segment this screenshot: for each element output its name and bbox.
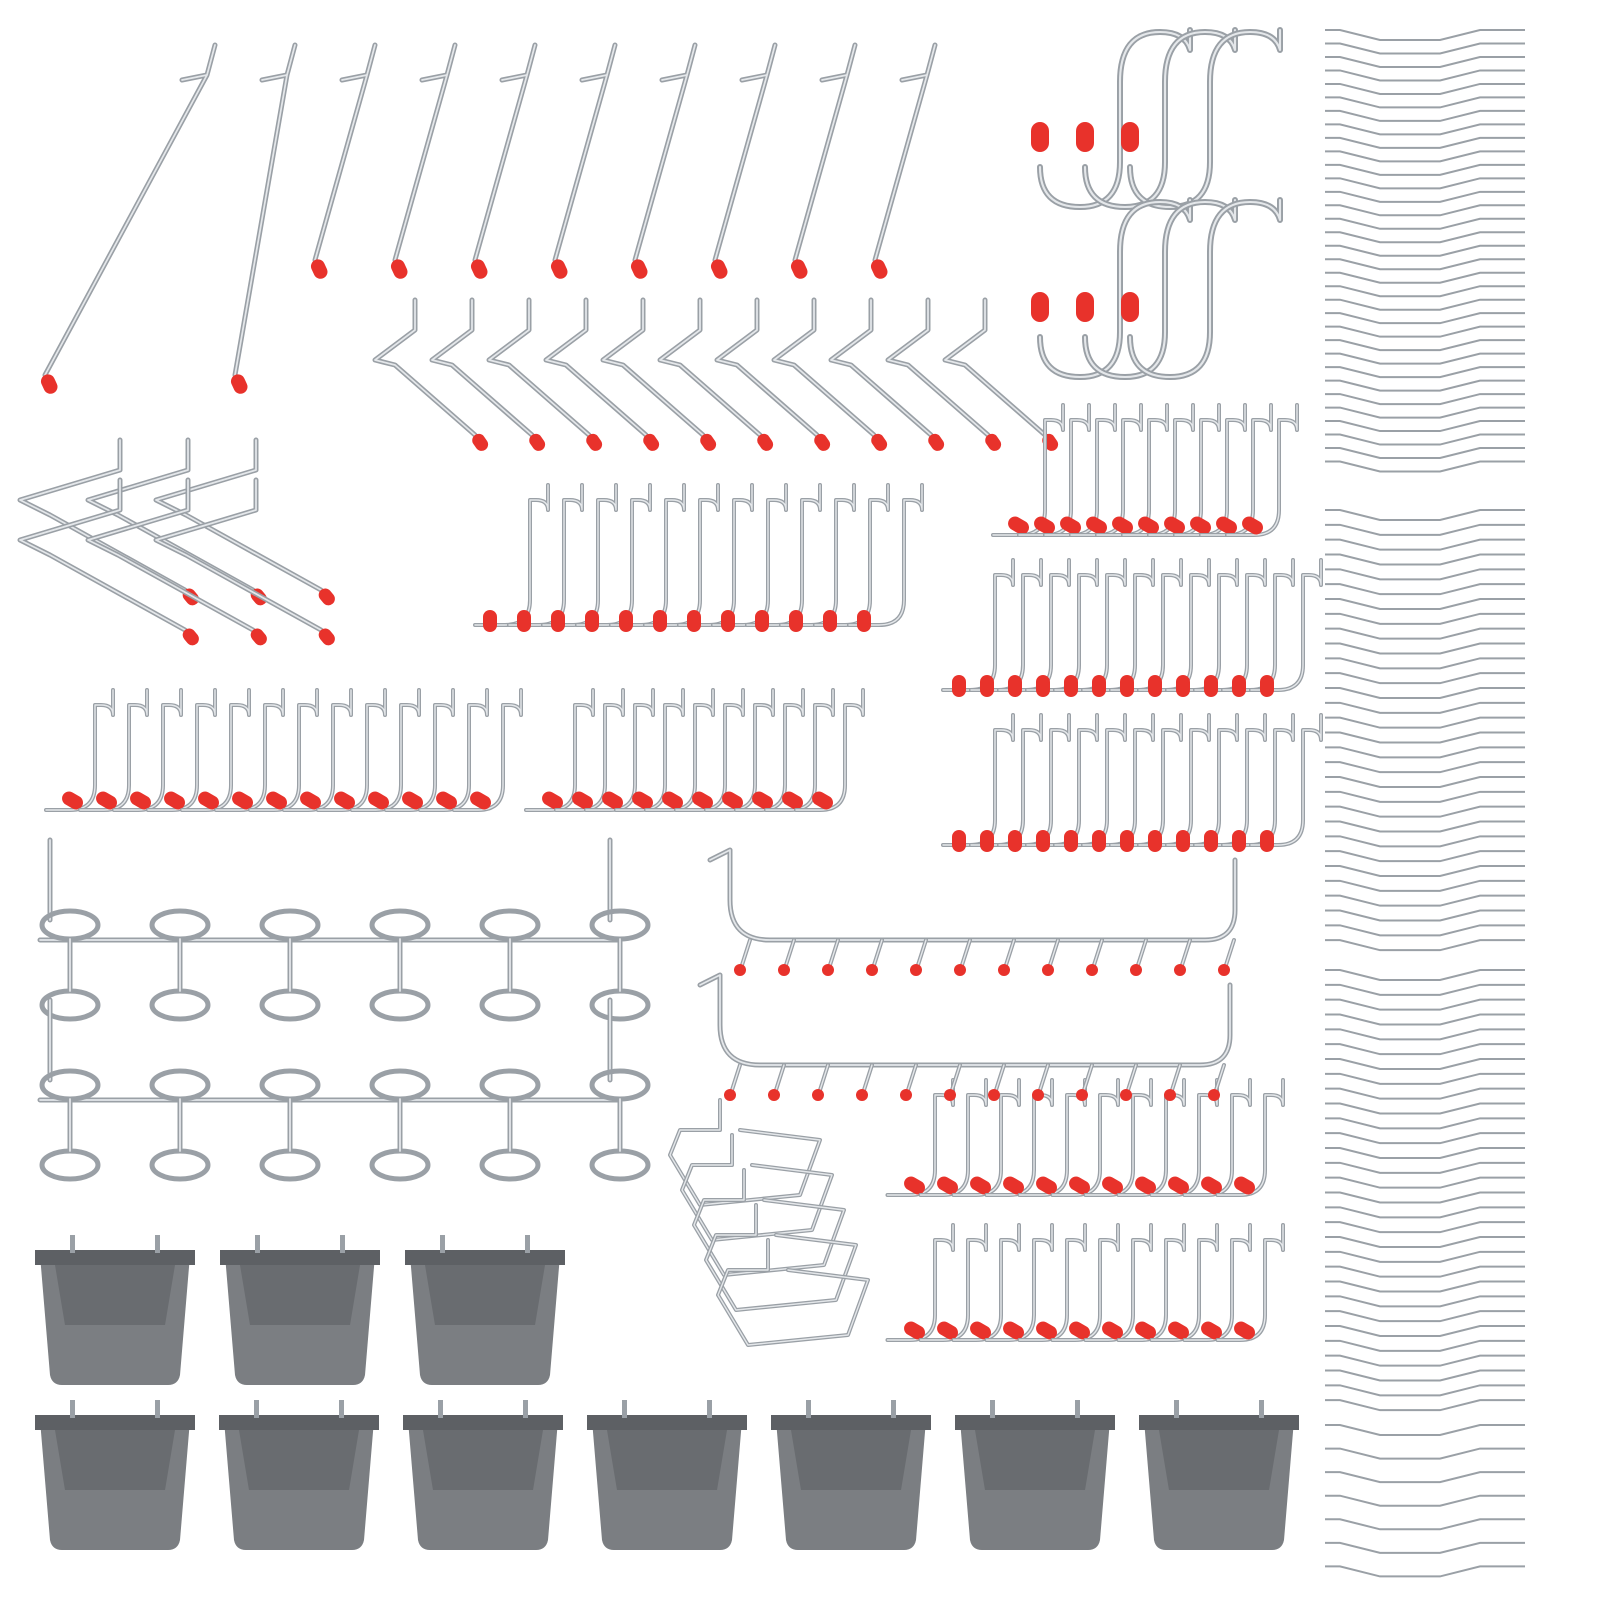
small-double-hooks — [17, 437, 335, 646]
storage-bin — [1139, 1400, 1299, 1550]
storage-bin — [771, 1400, 931, 1550]
storage-bin — [403, 1400, 563, 1550]
storage-bin — [587, 1400, 747, 1550]
storage-bin — [405, 1235, 565, 1385]
storage-bin — [955, 1400, 1115, 1550]
ring-holders — [37, 837, 651, 1182]
multi-prong-racks — [697, 847, 1238, 1101]
medium-straight-hooks — [372, 297, 1059, 451]
storage-bin — [219, 1400, 379, 1550]
storage-bin — [35, 1235, 195, 1385]
l-hooks — [44, 403, 1323, 1342]
storage-bin — [35, 1400, 195, 1550]
storage-bins — [35, 1235, 1299, 1550]
large-j-hooks — [1031, 27, 1283, 380]
locking-clips — [1325, 29, 1525, 1578]
long-straight-hooks — [40, 42, 938, 394]
wire-brackets — [668, 1098, 870, 1347]
storage-bin — [220, 1235, 380, 1385]
